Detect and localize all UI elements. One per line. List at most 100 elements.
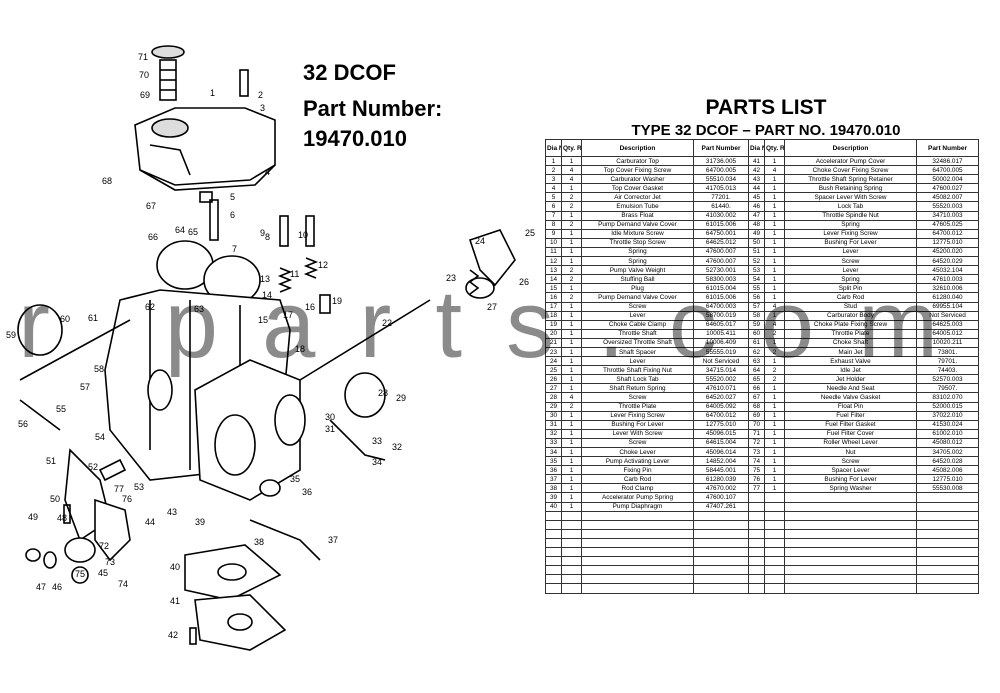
cell-qty <box>764 510 785 521</box>
cell-part-number <box>693 528 749 539</box>
cell-part-number: 58300.003 <box>693 274 749 285</box>
cell-dia: 73 <box>748 446 765 458</box>
cell-description: Rod Clamp <box>581 483 694 494</box>
cell-qty: 4 <box>764 165 785 176</box>
cell-part-number: 47600.027 <box>916 183 979 194</box>
cell-qty: 1 <box>561 437 582 449</box>
cell-description: Carburator Body <box>784 310 917 321</box>
cell-description: Shaft Lock Tab <box>581 374 694 385</box>
cell-description: Fuel Filter <box>784 410 917 421</box>
cell-dia: 61 <box>748 337 765 348</box>
svg-text:76: 76 <box>122 494 132 504</box>
cell-part-number: 58700.019 <box>693 310 749 321</box>
cell-dia: 39 <box>545 492 562 503</box>
cell-description: Nut <box>784 446 917 458</box>
cell-part-number: 55520.002 <box>693 374 749 385</box>
cell-dia <box>545 547 562 558</box>
cell-dia <box>748 501 765 512</box>
cell-dia: 29 <box>545 401 562 412</box>
cell-part-number <box>916 565 979 576</box>
cell-part-number: 47670.002 <box>693 483 749 494</box>
svg-text:47: 47 <box>36 582 46 592</box>
svg-text:29: 29 <box>396 393 406 403</box>
cell-part-number: 64700.003 <box>693 301 749 312</box>
cell-qty: 1 <box>561 501 582 512</box>
svg-text:62: 62 <box>145 302 155 312</box>
cell-dia: 9 <box>545 228 562 239</box>
cell-qty: 1 <box>561 483 582 494</box>
cell-dia: 20 <box>545 328 562 339</box>
cell-description: Lever <box>581 310 694 321</box>
table-row <box>545 519 979 530</box>
svg-text:57: 57 <box>80 382 90 392</box>
cell-part-number: 45082.006 <box>916 465 979 476</box>
cell-dia: 13 <box>545 265 562 276</box>
cell-part-number: 47605.025 <box>916 219 979 230</box>
cell-part-number <box>693 583 749 594</box>
cell-qty: 1 <box>764 392 785 403</box>
svg-text:38: 38 <box>254 537 264 547</box>
cell-description: Carburator Washer <box>581 174 694 185</box>
cell-dia: 63 <box>748 356 765 367</box>
cell-part-number <box>916 547 979 558</box>
cell-description: Shaft Return Spring <box>581 383 694 394</box>
table-row <box>545 537 979 549</box>
cell-dia: 35 <box>545 456 562 467</box>
svg-text:72: 72 <box>99 541 109 551</box>
cell-part-number: 52730.001 <box>693 265 749 276</box>
cell-qty <box>764 528 785 539</box>
cell-part-number <box>693 556 749 567</box>
cell-dia: 16 <box>545 292 562 303</box>
cell-qty: 1 <box>764 465 785 476</box>
svg-text:37: 37 <box>328 535 338 545</box>
cell-dia <box>545 556 562 567</box>
cell-description: Plug <box>581 283 694 294</box>
cell-part-number: 58445.001 <box>693 465 749 476</box>
cell-dia: 44 <box>748 183 765 194</box>
svg-text:6: 6 <box>230 210 235 220</box>
cell-dia: 77 <box>748 483 765 494</box>
cell-qty: 1 <box>764 474 785 485</box>
cell-description: Idle Mixture Screw <box>581 228 694 239</box>
cell-part-number: 61015.004 <box>693 283 749 294</box>
cell-description: Lever Fixing Screw <box>784 228 917 239</box>
cell-qty: 1 <box>764 283 785 294</box>
cell-part-number <box>916 528 979 539</box>
svg-text:50: 50 <box>50 494 60 504</box>
cell-part-number: 47600.107 <box>693 492 749 503</box>
cell-description <box>581 574 694 585</box>
cell-qty: 2 <box>561 274 582 285</box>
cell-part-number: 47610.071 <box>693 383 749 394</box>
cell-dia: 47 <box>748 210 765 221</box>
cell-description <box>784 565 917 576</box>
svg-text:39: 39 <box>195 517 205 527</box>
svg-text:63: 63 <box>194 304 204 314</box>
cell-qty: 1 <box>561 456 582 467</box>
svg-text:34: 34 <box>372 457 382 467</box>
cell-description: Pump Valve Weight <box>581 265 694 276</box>
cell-part-number <box>916 556 979 567</box>
cell-dia: 57 <box>748 301 765 312</box>
cell-description: Choke Cover Fixing Screw <box>784 165 917 176</box>
cell-description: Emulsion Tube <box>581 201 694 212</box>
cell-part-number: 61015.006 <box>693 292 749 303</box>
cell-description: Spring Washer <box>784 483 917 494</box>
cell-part-number: 64700.005 <box>693 165 749 176</box>
cell-dia: 67 <box>748 392 765 403</box>
svg-text:51: 51 <box>46 456 56 466</box>
cell-qty: 1 <box>764 237 785 248</box>
svg-text:8: 8 <box>265 232 270 242</box>
cell-qty: 1 <box>764 265 785 276</box>
